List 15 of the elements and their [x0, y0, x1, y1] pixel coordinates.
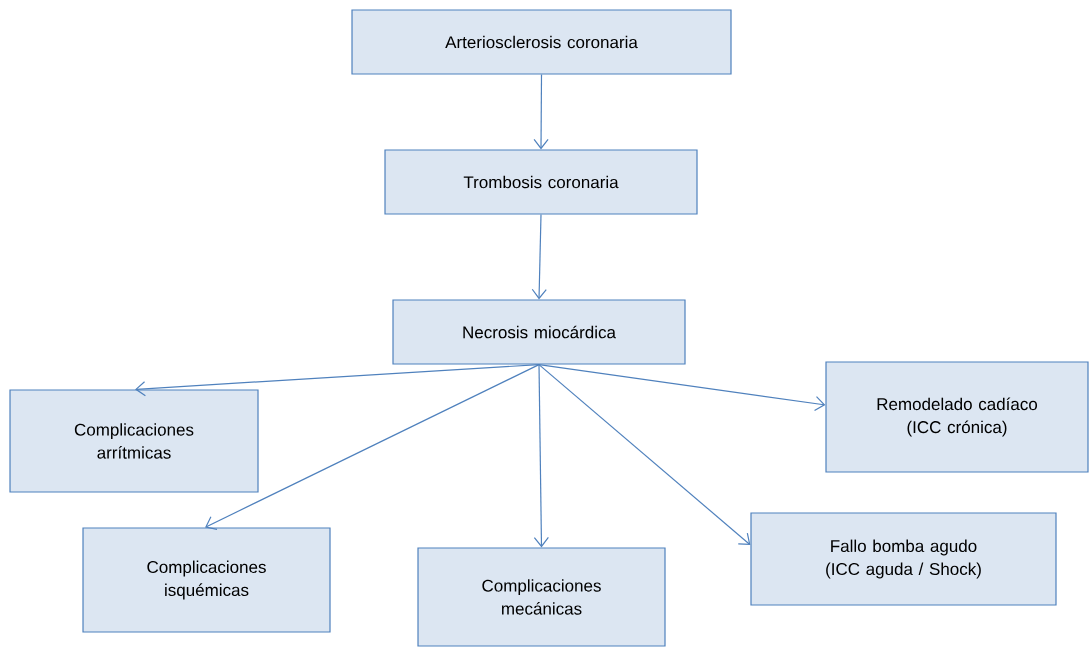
process-box: Remodelado cadíaco (ICC crónica) — [825, 361, 1089, 473]
process-box: Complicaciones arrítmicas — [9, 389, 259, 493]
arrow — [533, 364, 549, 548]
arrow — [538, 364, 751, 545]
process-box: Arteriosclerosis coronaria — [351, 9, 732, 75]
arrow — [205, 364, 540, 530]
process-box: Necrosis miocárdica — [392, 299, 686, 365]
process-box: Trombosis coronaria — [384, 149, 698, 215]
arrow — [135, 364, 540, 397]
arrow — [531, 214, 547, 300]
process-box: Fallo bomba agudo (ICC aguda / Shock) — [750, 512, 1057, 606]
process-box: Complicaciones isquémicas — [82, 527, 331, 633]
arrow — [533, 74, 549, 150]
arrow — [538, 364, 826, 412]
process-box: Complicaciones mecánicas — [417, 547, 666, 647]
